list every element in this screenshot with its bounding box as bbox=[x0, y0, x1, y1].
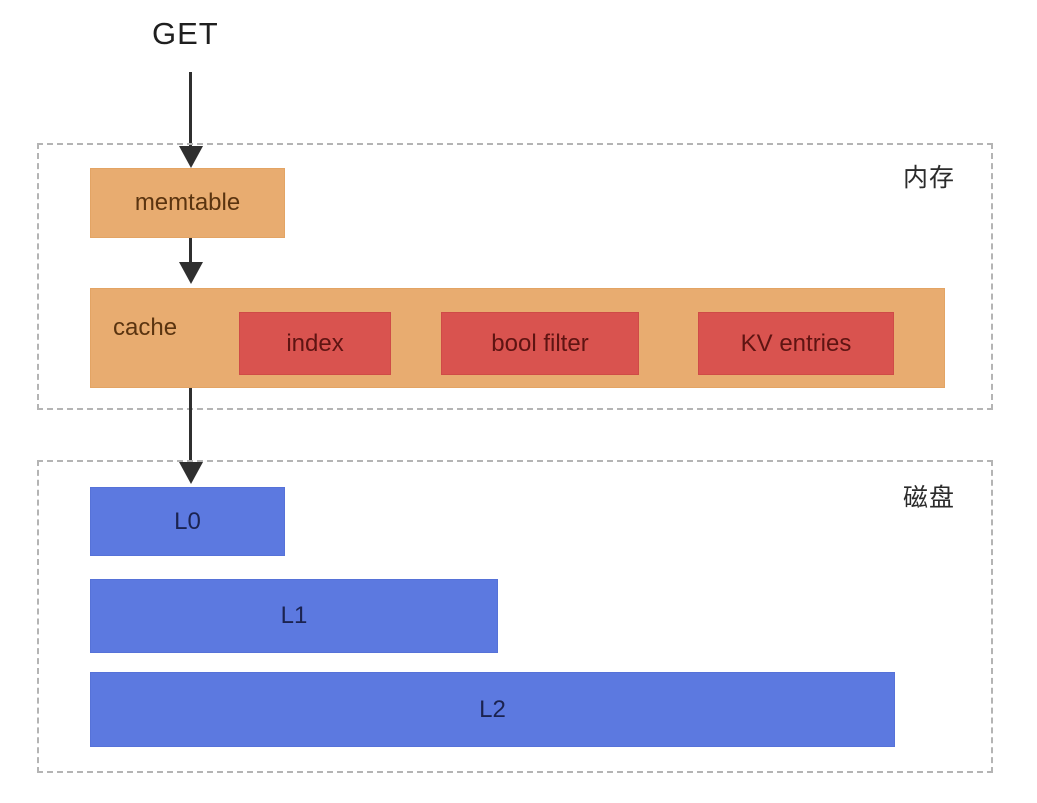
region-disk-label: 磁盘 bbox=[903, 484, 956, 512]
memtable-box[interactable]: memtable bbox=[90, 168, 285, 238]
disk-level-l1[interactable]: L1 bbox=[90, 579, 498, 653]
disk-level-l2[interactable]: L2 bbox=[90, 672, 895, 747]
arrow-line bbox=[189, 72, 192, 150]
cache-component-kv-entries[interactable]: KV entries bbox=[698, 312, 894, 375]
get-entry-label: GET bbox=[152, 16, 219, 51]
region-memory bbox=[37, 143, 993, 410]
arrow-line bbox=[189, 238, 192, 266]
region-disk bbox=[37, 460, 993, 773]
disk-level-l0[interactable]: L0 bbox=[90, 487, 285, 556]
region-memory-label: 内存 bbox=[903, 164, 956, 192]
cache-label: cache bbox=[113, 314, 178, 341]
arrow-head bbox=[179, 462, 203, 484]
arrow-line bbox=[189, 388, 192, 466]
cache-bar[interactable]: cache index bool filter KV entries bbox=[90, 288, 945, 388]
cache-component-bool-filter[interactable]: bool filter bbox=[441, 312, 639, 375]
arrow-head bbox=[179, 146, 203, 168]
arrow-head bbox=[179, 262, 203, 284]
cache-component-index[interactable]: index bbox=[239, 312, 391, 375]
